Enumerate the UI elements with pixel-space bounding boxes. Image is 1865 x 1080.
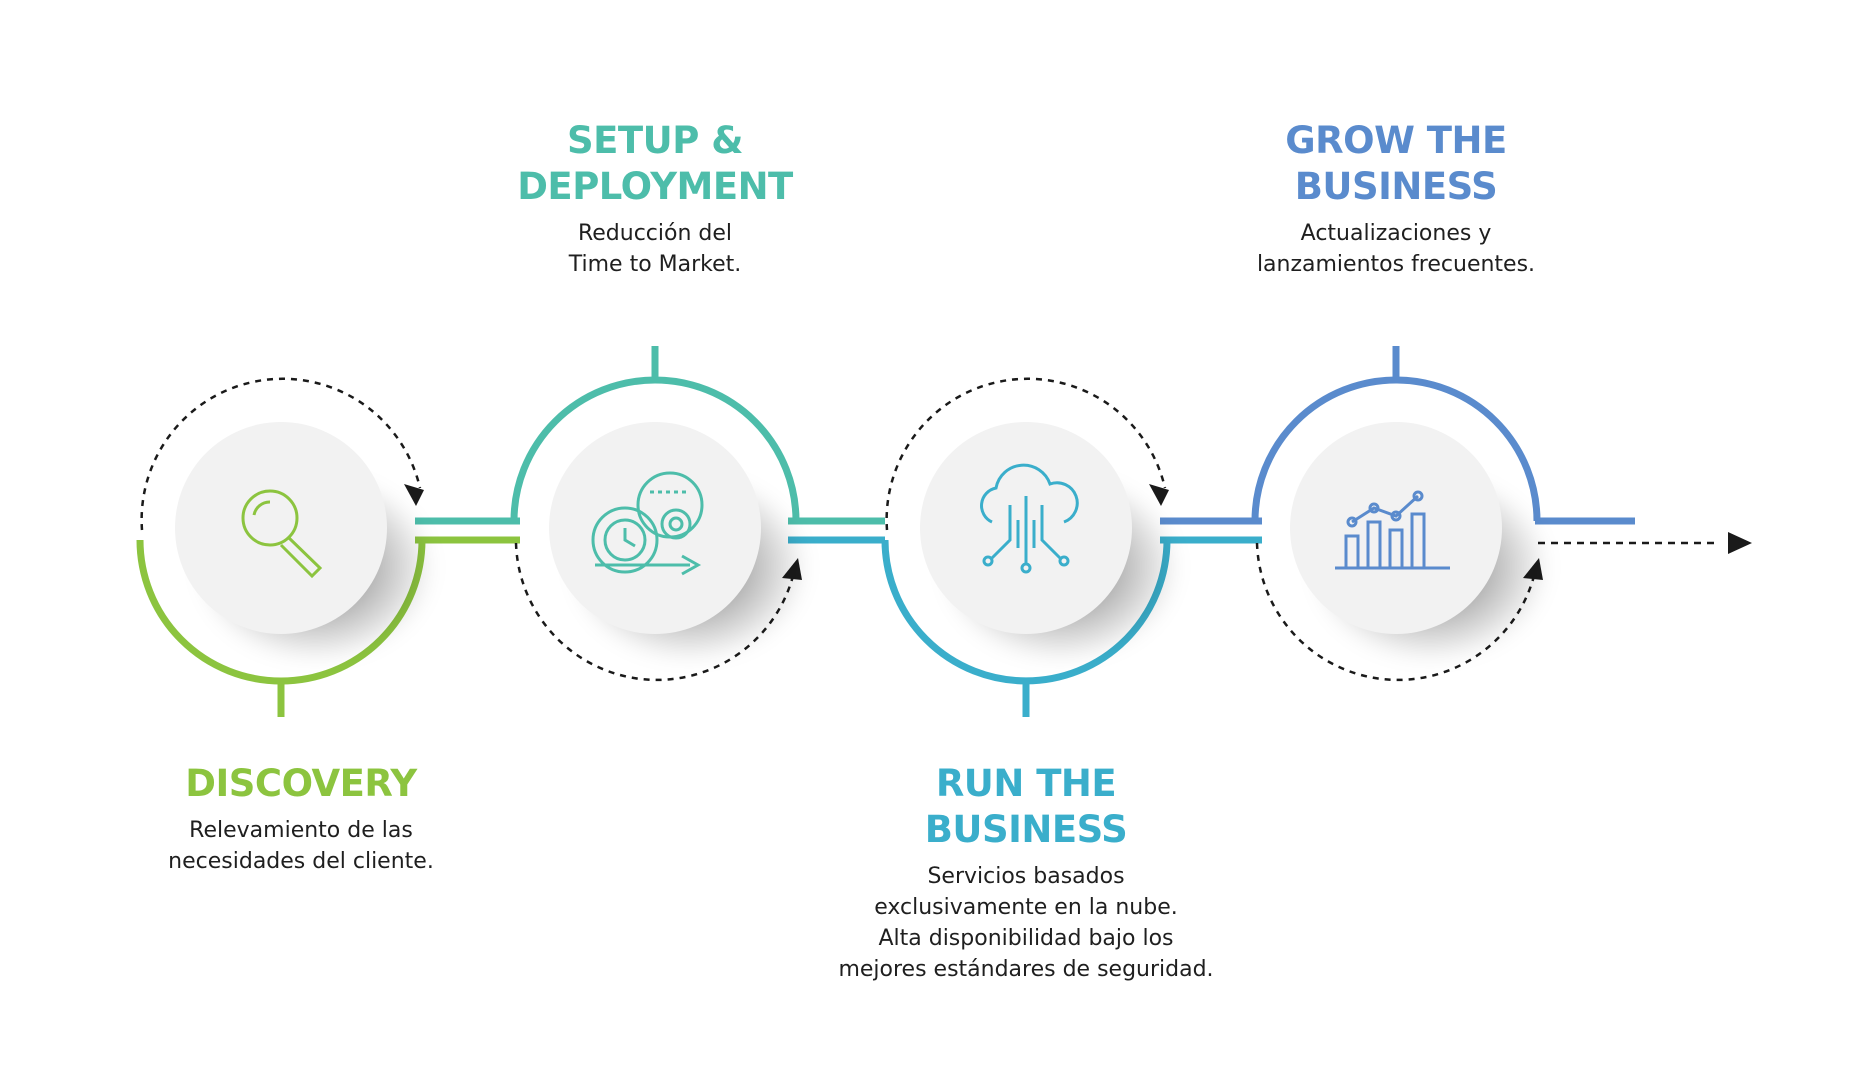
grow-description-line: Actualizaciones y	[1300, 221, 1492, 246]
setup-description: Reducción del Time to Market.	[455, 218, 855, 280]
label-run: RUN THE BUSINESS Servicios basados exclu…	[801, 761, 1251, 985]
label-discovery: DISCOVERY Relevamiento de las necesidade…	[101, 761, 501, 877]
magnifier-icon	[241, 489, 323, 579]
run-description-line: exclusivamente en la nube.	[874, 895, 1178, 920]
grow-description: Actualizaciones y lanzamientos frecuente…	[1196, 218, 1596, 280]
growth-chart-icon	[1335, 490, 1450, 570]
setup-dashed-cycle	[514, 542, 796, 682]
discovery-description-line: necesidades del cliente.	[168, 849, 434, 874]
step-run	[881, 377, 1180, 717]
label-setup: SETUP & DEPLOYMENT Reducción del Time to…	[455, 118, 855, 280]
step-setup	[510, 346, 809, 682]
run-cycle-arrowhead	[1149, 484, 1169, 506]
setup-title: SETUP & DEPLOYMENT	[455, 118, 855, 210]
grow-arc	[1251, 376, 1541, 522]
grow-title: GROW THE BUSINESS	[1196, 118, 1596, 210]
run-description-line: Servicios basados	[927, 864, 1125, 889]
setup-description-line: Reducción del	[577, 221, 733, 246]
run-title-line: BUSINESS	[924, 808, 1128, 851]
discovery-cycle-arrowhead	[404, 484, 424, 506]
discovery-title: DISCOVERY	[101, 761, 501, 807]
run-dashed-cycle	[885, 377, 1167, 531]
grow-title-line: GROW THE	[1285, 119, 1507, 162]
run-description-line: Alta disponibilidad bajo los	[878, 926, 1174, 951]
grow-description-line: lanzamientos frecuentes.	[1256, 252, 1536, 277]
discovery-node	[175, 422, 387, 634]
step-grow	[1251, 346, 1550, 682]
run-description: Servicios basados exclusivamente en la n…	[801, 861, 1251, 985]
setup-description-line: Time to Market.	[568, 252, 742, 277]
clock-gears-icon	[591, 471, 704, 576]
grow-title-line: BUSINESS	[1294, 165, 1498, 208]
final-arrow-head	[1728, 532, 1752, 554]
step-discovery	[136, 377, 435, 717]
discovery-description-line: Relevamiento de las	[189, 818, 413, 843]
label-grow: GROW THE BUSINESS Actualizaciones y lanz…	[1196, 118, 1596, 280]
discovery-dashed-cycle	[140, 377, 422, 531]
cloud-network-icon	[980, 463, 1079, 574]
setup-arc	[510, 376, 800, 522]
run-title: RUN THE BUSINESS	[801, 761, 1251, 853]
run-description-line: mejores estándares de seguridad.	[838, 957, 1214, 982]
discovery-description: Relevamiento de las necesidades del clie…	[101, 815, 501, 877]
setup-title-line: SETUP &	[567, 119, 743, 162]
grow-node	[1290, 422, 1502, 634]
setup-title-line: DEPLOYMENT	[517, 165, 793, 208]
grow-dashed-cycle	[1255, 542, 1537, 682]
run-title-line: RUN THE	[935, 762, 1117, 805]
discovery-title-line: DISCOVERY	[185, 762, 417, 805]
